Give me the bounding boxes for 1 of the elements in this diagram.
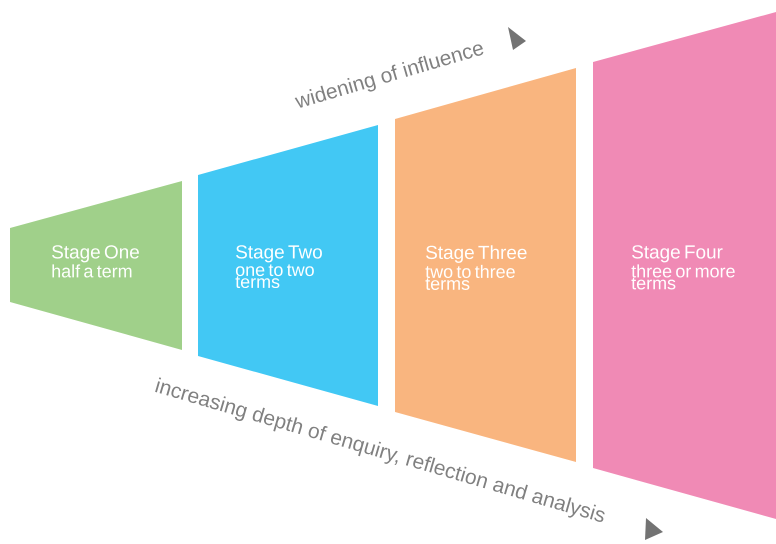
stage-trapezoid: Stage One half a term [10,181,182,350]
